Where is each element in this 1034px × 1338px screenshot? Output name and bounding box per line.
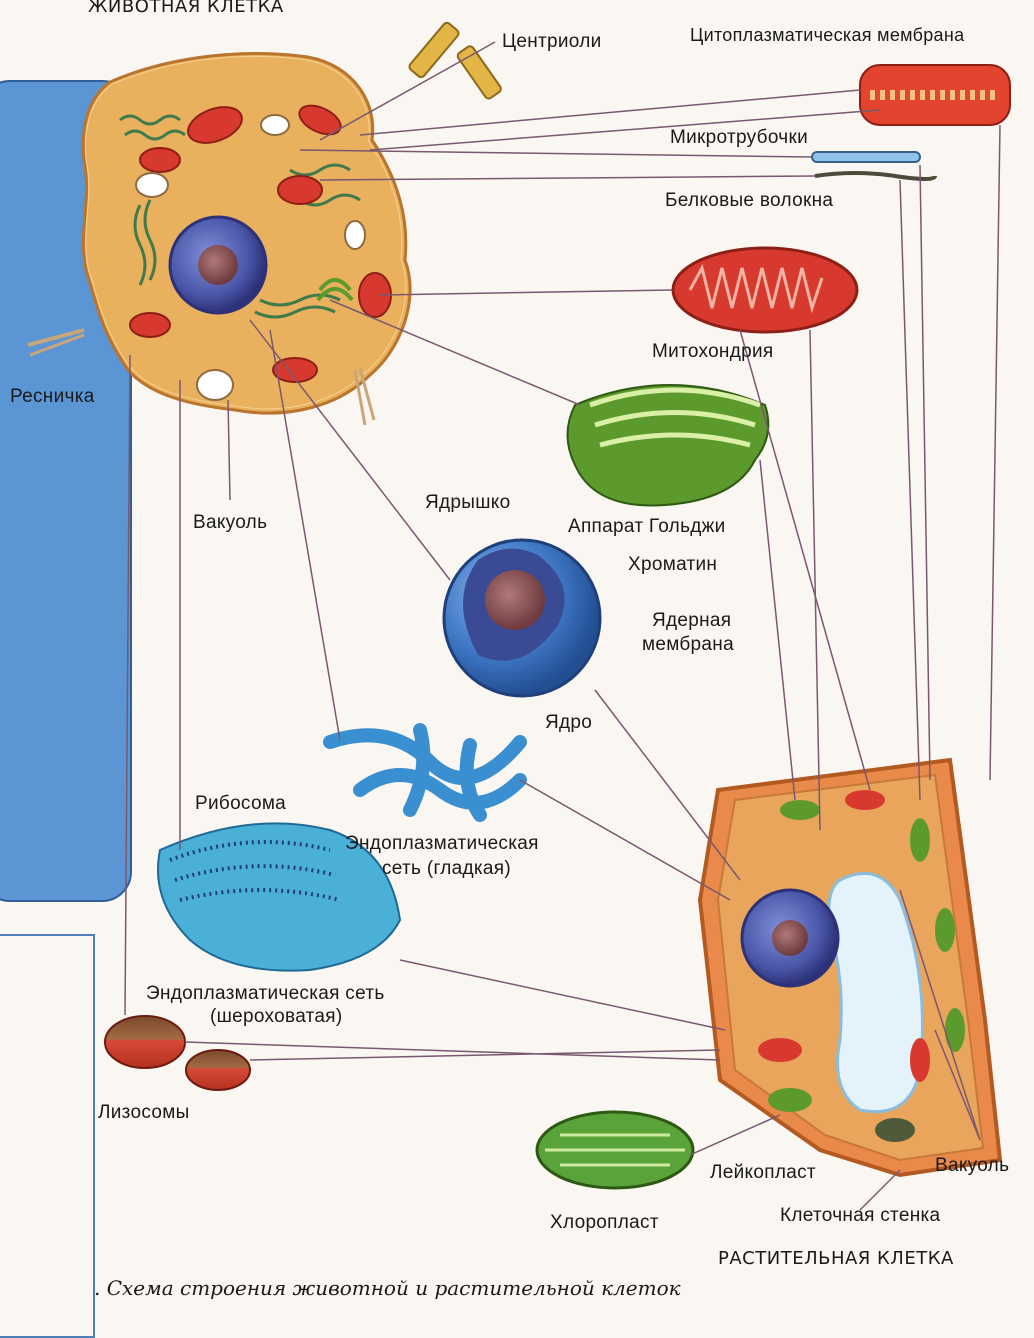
centrioles bbox=[408, 21, 503, 100]
label-leucoplast: Лейкопласт bbox=[710, 1162, 816, 1184]
label-nucleolus: Ядрышко bbox=[425, 492, 510, 514]
animal-cell-title: ЖИВОТНАЯ КЛЕТКА bbox=[88, 0, 284, 17]
label-cell-wall: Клеточная стенка bbox=[780, 1205, 940, 1227]
golgi-apparatus bbox=[568, 385, 769, 506]
label-protein-fibers: Белковые волокна bbox=[665, 190, 833, 212]
nucleus-large bbox=[444, 540, 600, 696]
label-chromatin: Хроматин bbox=[628, 554, 717, 576]
label-centrioles: Центриоли bbox=[502, 31, 602, 53]
label-nuclear-membrane-2: мембрана bbox=[642, 634, 734, 656]
label-cilium: Ресничка bbox=[10, 386, 95, 408]
label-golgi: Аппарат Гольджи bbox=[568, 516, 726, 538]
label-nucleus: Ядро bbox=[545, 712, 592, 734]
label-lysosomes: Лизосомы bbox=[98, 1102, 190, 1124]
label-mitochondrion: Митохондрия bbox=[652, 341, 773, 363]
smooth-er bbox=[330, 730, 520, 815]
label-chloroplast: Хлоропласт bbox=[550, 1212, 659, 1234]
label-ribosome: Рибосома bbox=[195, 793, 286, 815]
protein-fiber bbox=[815, 173, 935, 179]
plant-cell-title: РАСТИТЕЛЬНАЯ КЛЕТКА bbox=[718, 1248, 954, 1269]
mitochondrion bbox=[673, 248, 857, 332]
label-vacuole-plant: Вакуоль bbox=[935, 1155, 1009, 1177]
label-er-smooth-2: сеть (гладкая) bbox=[382, 858, 511, 880]
lysosome-2 bbox=[186, 1050, 250, 1090]
label-vacuole-animal: Вакуоль bbox=[193, 512, 267, 534]
animal-cell bbox=[28, 54, 410, 425]
figure-caption: . Схема строения животной и растительной… bbox=[94, 1276, 681, 1300]
lysosome-1 bbox=[105, 1016, 185, 1068]
microtubule bbox=[812, 152, 920, 162]
label-er-smooth-1: Эндоплазматическая bbox=[345, 833, 539, 855]
chloroplast bbox=[537, 1112, 693, 1188]
cytoplasmic-membrane bbox=[860, 65, 1010, 125]
label-nuclear-membrane-1: Ядерная bbox=[652, 610, 731, 632]
label-er-rough-2: (шероховатая) bbox=[210, 1006, 343, 1028]
label-microtubules: Микротрубочки bbox=[670, 127, 808, 149]
label-cytoplasmic-membrane: Цитоплазматическая мембрана bbox=[690, 25, 964, 46]
label-er-rough-1: Эндоплазматическая сеть bbox=[146, 983, 385, 1005]
plant-cell bbox=[700, 760, 1000, 1175]
